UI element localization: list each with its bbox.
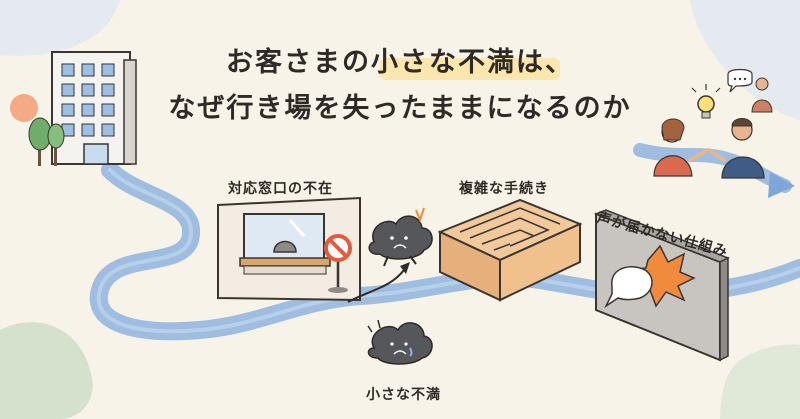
title-line-1: お客さまの小さな不満は、 (226, 47, 574, 78)
background-blob-blue-left (0, 0, 120, 56)
arrow-head-icon (400, 262, 410, 274)
label-complex-procedure: 複雑な手続き (459, 181, 549, 197)
background-blob-green-right (720, 344, 800, 419)
maze-icon (437, 198, 583, 302)
people-talking-icon (653, 77, 773, 179)
small-complaint-cloud-icon (367, 319, 433, 365)
label-no-window: 対応窓口の不在 (228, 181, 333, 197)
background-blob-green (0, 322, 93, 419)
counter-window-icon (217, 196, 361, 302)
background-blob-blue-right (690, 0, 800, 120)
chat-bubble-icon (727, 68, 753, 93)
arrow-icon (768, 172, 795, 198)
lightbulb-icon (691, 84, 721, 119)
label-small-complaint: 小さな不満 (366, 387, 441, 403)
title-line-2: なぜ行き場を失ったままになるのか (168, 93, 632, 124)
curved-arrow-icon (347, 269, 405, 303)
title-highlight (380, 58, 560, 80)
tree-icon (28, 117, 65, 166)
speech-bubble-icon (604, 244, 696, 309)
no-entry-sign-icon (324, 234, 352, 293)
building-icon (51, 51, 137, 165)
sad-cloud-icon (368, 207, 433, 267)
sun-icon (10, 94, 38, 122)
road-path-upper (633, 143, 792, 193)
